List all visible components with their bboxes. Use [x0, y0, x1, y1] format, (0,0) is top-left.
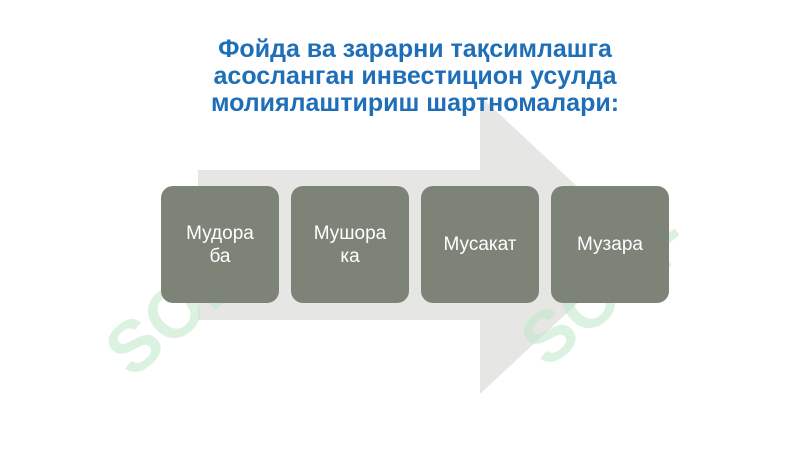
title-line-2: асосланган инвестицион усулда	[213, 62, 617, 90]
title-line-3: молиялаштириш шартномалари:	[210, 89, 620, 117]
box-musakat: Мусакат	[421, 186, 539, 303]
slide-title: Фойда ва зарарни тақсимлашга асосланган …	[100, 36, 730, 117]
box-mudoraba: Мудора ба	[161, 186, 279, 303]
box-muzara-label: Музара	[577, 233, 643, 256]
box-mudoraba-label: Мудора ба	[186, 222, 254, 268]
box-musakat-label: Мусакат	[444, 233, 517, 256]
box-mudoraba-line-2: ба	[209, 245, 231, 267]
box-muzara: Музара	[551, 186, 669, 303]
title-line-1: Фойда ва зарарни тақсимлашга	[218, 35, 612, 63]
box-mudoraba-line-1: Мудора	[186, 222, 254, 244]
box-muzara-line-1: Музара	[577, 234, 643, 255]
box-mushoraka-label: Мушора ка	[314, 222, 386, 268]
box-mushoraka: Мушора ка	[291, 186, 409, 303]
box-mushoraka-line-1: Мушора	[313, 222, 387, 244]
box-musakat-line-1: Мусакат	[443, 234, 517, 255]
box-mushoraka-line-2: ка	[340, 245, 360, 267]
